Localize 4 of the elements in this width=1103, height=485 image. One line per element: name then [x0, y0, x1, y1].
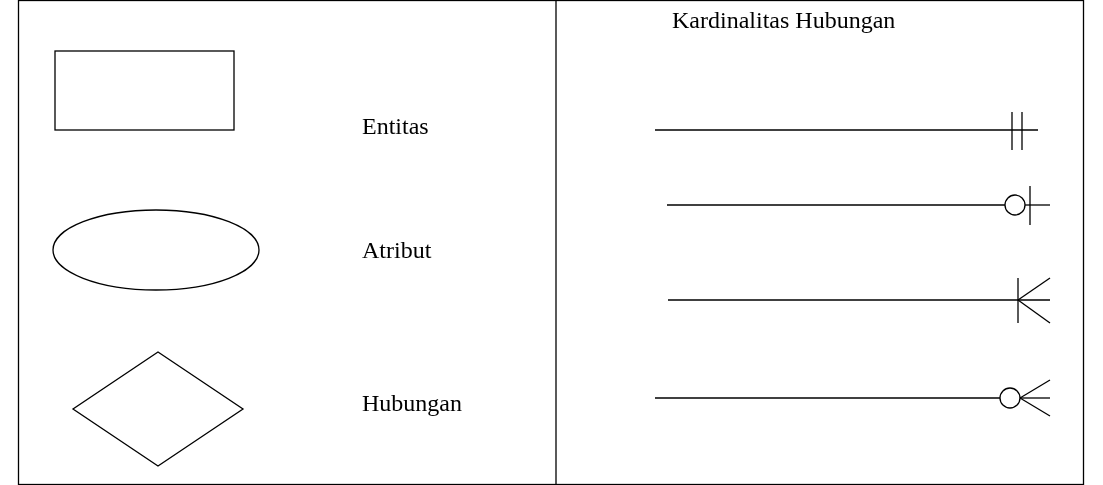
column-heading: Kardinalitas Hubungan: [672, 6, 896, 34]
legend-text: Hubungan: [362, 389, 462, 417]
legend-text: Atribut: [362, 236, 432, 264]
legend-text: Entitas: [362, 112, 429, 140]
